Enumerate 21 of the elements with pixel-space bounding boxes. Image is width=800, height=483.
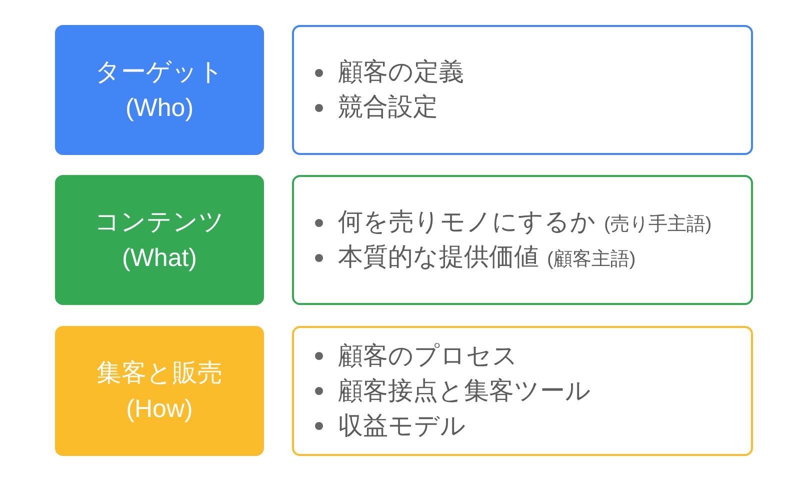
note-text: (顧客主語)	[547, 248, 636, 272]
heading-text: コンテンツ	[94, 207, 224, 238]
list-item-text: 顧客の定義	[338, 57, 464, 88]
subheading-text: (Who)	[125, 93, 194, 124]
note-text: (売り手主語)	[604, 213, 712, 237]
heading-text: 集客と販売	[96, 358, 222, 389]
category-box	[55, 175, 264, 305]
category-box	[55, 326, 264, 456]
list-item-text: 本質的な提供価値	[338, 242, 539, 273]
list-box	[292, 25, 753, 155]
list-item-text: 収益モデル	[338, 410, 466, 442]
list-box	[292, 175, 753, 305]
list-item-text: 何を売りモノにするか	[338, 207, 596, 238]
list-box	[292, 326, 753, 456]
category-box	[55, 25, 264, 155]
list-item-text: 顧客接点と集客ツール	[338, 376, 591, 406]
list-item-text: 競合設定	[338, 92, 438, 123]
heading-text: ターゲット	[95, 57, 224, 88]
subheading-text: (What)	[122, 243, 197, 274]
list-item-text: 顧客のプロセス	[338, 340, 518, 372]
subheading-text: (How)	[126, 394, 193, 425]
